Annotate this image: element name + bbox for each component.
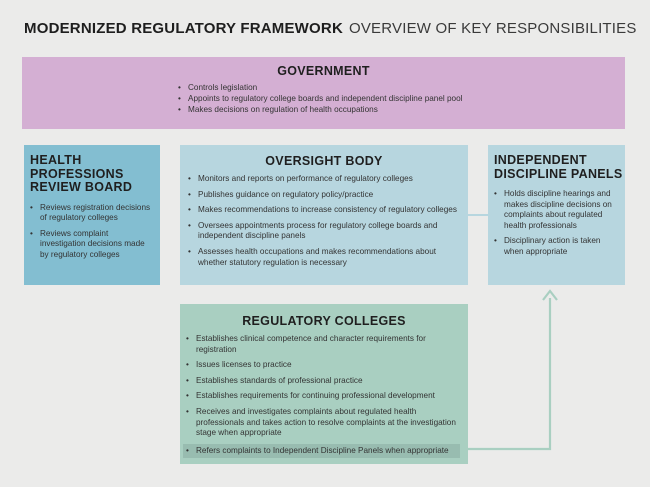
title-sub: OVERVIEW OF KEY RESPONSIBILITIES xyxy=(348,20,637,37)
government-heading: GOVERNMENT xyxy=(277,64,370,78)
discipline-panels-heading: INDEPENDENT DISCIPLINE PANELS xyxy=(488,145,625,181)
heading-line: HEALTH xyxy=(30,153,82,167)
list-item: Establishes clinical competence and char… xyxy=(186,334,460,355)
review-board-heading: HEALTH PROFESSIONS REVIEW BOARD xyxy=(24,145,160,195)
heading-line: PROFESSIONS xyxy=(30,166,124,181)
page-title: MODERNIZED REGULATORY FRAMEWORK OVERVIEW … xyxy=(24,20,637,37)
oversight-box: OVERSIGHT BODY Monitors and reports on p… xyxy=(180,145,468,285)
referral-arrow-head xyxy=(542,289,558,301)
colleges-box: REGULATORY COLLEGES Establishes clinical… xyxy=(180,304,468,464)
list-item: Establishes standards of professional pr… xyxy=(186,376,460,387)
referral-arrow-line xyxy=(468,298,552,451)
colleges-heading: REGULATORY COLLEGES xyxy=(242,314,406,328)
list-item: Appoints to regulatory college boards an… xyxy=(178,94,462,105)
list-item: Issues licenses to practice xyxy=(186,360,460,371)
list-item: Controls legislation xyxy=(178,83,462,94)
discipline-panels-list: Holds discipline hearings and makes disc… xyxy=(494,189,619,258)
list-item: Makes decisions on regulation of health … xyxy=(178,105,462,116)
colleges-list: Establishes clinical competence and char… xyxy=(183,334,460,459)
list-item: Holds discipline hearings and makes disc… xyxy=(494,189,619,231)
list-item: Makes recommendations to increase consis… xyxy=(188,205,458,216)
heading-line: REVIEW BOARD xyxy=(30,180,133,194)
list-item: Oversees appointments process for regula… xyxy=(188,221,458,242)
list-item: Assesses health occupations and makes re… xyxy=(188,247,458,268)
heading-line: DISCIPLINE PANELS xyxy=(494,166,623,181)
review-board-list: Reviews registration decisions of regula… xyxy=(30,203,154,261)
heading-line: INDEPENDENT xyxy=(494,153,587,167)
review-board-box: HEALTH PROFESSIONS REVIEW BOARD Reviews … xyxy=(24,145,160,285)
list-item: Monitors and reports on performance of r… xyxy=(188,174,458,185)
list-item: Publishes guidance on regulatory policy/… xyxy=(188,190,458,201)
list-item: Reviews complaint investigation decision… xyxy=(30,229,154,261)
government-list: Controls legislation Appoints to regulat… xyxy=(178,83,462,116)
list-item: Reviews registration decisions of regula… xyxy=(30,203,154,224)
list-item: Receives and investigates complaints abo… xyxy=(186,407,460,439)
list-item: Establishes requirements for continuing … xyxy=(186,391,460,402)
government-box: GOVERNMENT Controls legislation Appoints… xyxy=(22,57,625,129)
title-main: MODERNIZED REGULATORY FRAMEWORK xyxy=(24,20,343,37)
list-item: Disciplinary action is taken when approp… xyxy=(494,236,619,257)
oversight-heading: OVERSIGHT BODY xyxy=(265,154,383,168)
discipline-panels-box: INDEPENDENT DISCIPLINE PANELS Holds disc… xyxy=(488,145,625,285)
list-item-highlighted: Refers complaints to Independent Discipl… xyxy=(183,443,460,459)
oversight-list: Monitors and reports on performance of r… xyxy=(188,174,458,268)
